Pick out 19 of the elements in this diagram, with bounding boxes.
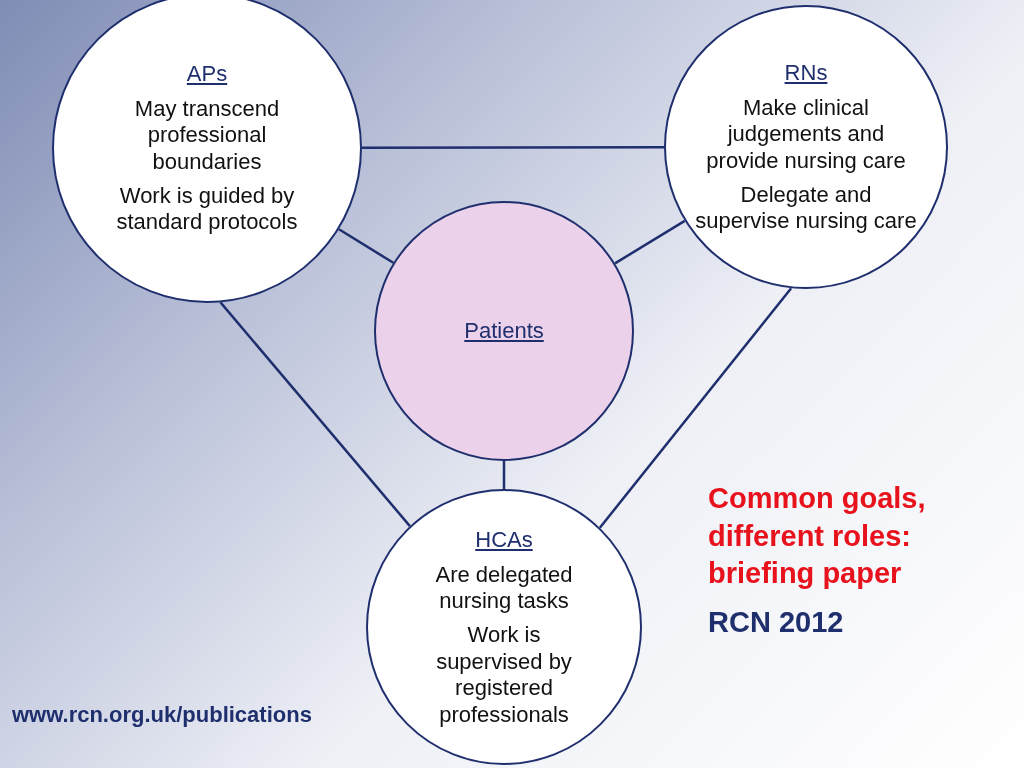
role-description: Make clinical judgements and provide nursing care xyxy=(705,94,907,174)
title-text: Common goals, different roles: briefing paper xyxy=(708,481,927,592)
connector-line xyxy=(338,228,394,264)
role-heading: RNs xyxy=(784,59,828,87)
connector-line xyxy=(362,146,664,149)
connector-line xyxy=(502,461,506,489)
connector-line xyxy=(598,287,793,529)
role-description: Delegate and supervise nursing care xyxy=(694,181,918,235)
role-description: Work is guided by standard protocols xyxy=(115,182,299,236)
role-heading: HCAs xyxy=(475,526,533,554)
role-description: Work is supervised by registered professionals xyxy=(435,622,573,728)
citation-text: RCN 2012 xyxy=(708,605,844,640)
role-heading: Patients xyxy=(464,317,544,345)
role-description: Are delegated nursing tasks xyxy=(434,561,574,615)
web-address: www.rcn.org.uk/publications xyxy=(12,701,312,729)
role-heading: APs xyxy=(186,60,228,88)
connector-line xyxy=(614,219,686,265)
role-description: May transcend professional boundaries xyxy=(133,95,281,175)
connector-line xyxy=(219,301,411,527)
